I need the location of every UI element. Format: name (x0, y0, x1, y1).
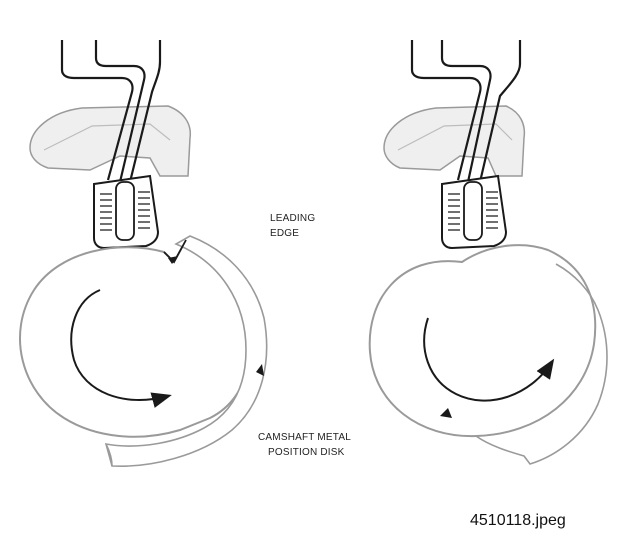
left-coil-windings (100, 191, 150, 231)
disk-pointer (256, 364, 264, 376)
leading-edge-label-line2: EDGE (270, 228, 300, 239)
right-mounting-bracket (383, 105, 526, 177)
disk-label-line1: CAMSHAFT METAL (258, 432, 351, 443)
leading-edge-label-line1: LEADING (270, 213, 316, 224)
left-mounting-bracket (29, 105, 192, 177)
right-wire-2 (440, 40, 492, 183)
right-wire-3 (478, 40, 522, 183)
right-wire-1 (410, 40, 482, 181)
left-wire-2 (94, 40, 146, 183)
left-magnet-core (115, 181, 135, 241)
right-rotation-arrow (423, 317, 555, 402)
right-magnet-core (463, 181, 483, 241)
right-coil-windings (448, 191, 498, 231)
disk-label-line2: POSITION DISK (268, 447, 345, 458)
left-sensor-assembly (19, 40, 268, 468)
file-name-caption: 4510118.jpeg (470, 512, 566, 529)
left-rotation-arrow (70, 289, 172, 408)
left-wire-1 (60, 40, 134, 181)
leading-edge-pointer (168, 256, 178, 264)
right-position-disk (368, 244, 597, 438)
right-sensor-assembly (368, 40, 608, 465)
left-wire-3 (128, 40, 162, 183)
